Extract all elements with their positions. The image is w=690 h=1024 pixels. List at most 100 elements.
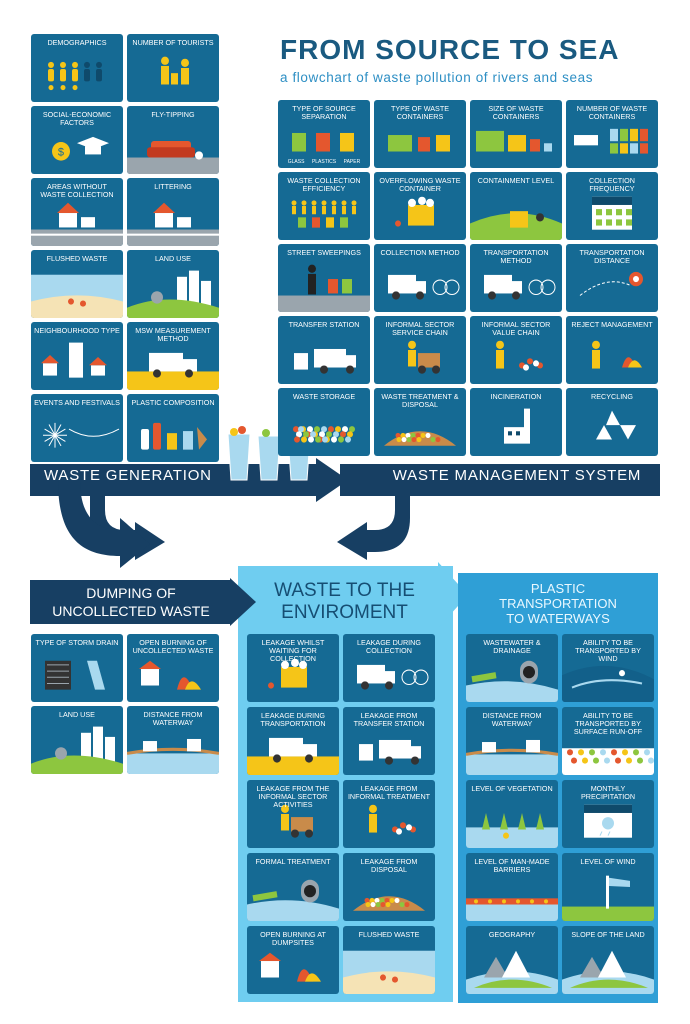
value-icon (369, 804, 416, 835)
dumping-title-line1: DUMPING OF (86, 585, 176, 601)
transport-tile: DISTANCE FROM WATERWAY (466, 707, 558, 775)
transport-tile: WASTEWATER & DRAINAGE (466, 634, 558, 702)
management-tile: WASTE STORAGE (278, 388, 370, 456)
management-tile: RECYCLING (566, 388, 658, 456)
page-title: FROM SOURCE TO SEA (280, 34, 620, 65)
festival-icon (43, 422, 120, 448)
sofa-icon (127, 141, 219, 174)
environment-tile: LEAKAGE WHILST WAITING FOR COLLECTION (247, 634, 339, 702)
vegetation-icon (466, 812, 558, 848)
generation-tile: FLY-TIPPING (127, 106, 219, 174)
tile-label: TRANSPORTATION METHOD (483, 248, 549, 265)
transfer-icon (359, 739, 421, 765)
transfer-icon (294, 348, 356, 374)
truck-icon (127, 352, 219, 390)
tile-label: OPEN BURNING OF UNCOLLECTED WASTE (132, 638, 214, 655)
management-tile: INCINERATION (470, 388, 562, 456)
transport-tile: ABILITY TO BE TRANSPORTED BY WIND (562, 634, 654, 702)
tile-label: LEVEL OF WIND (580, 857, 636, 866)
disposal-icon (384, 431, 456, 446)
tile-label: TYPE OF STORM DRAIN (35, 638, 119, 647)
environment-tile: FORMAL TREATMENT (247, 853, 339, 921)
tile-label: STREET SWEEPINGS (287, 248, 361, 257)
city-icon (31, 726, 123, 774)
environment-title-line1: WASTE TO THE (274, 580, 415, 601)
tile-label: LITTERING (154, 182, 192, 191)
management-tile: CONTAINMENT LEVEL (470, 172, 562, 240)
transport-tile: GEOGRAPHY (466, 926, 558, 994)
transport-title: PLASTIC TRANSPORTATION TO WATERWAYS (460, 581, 656, 626)
transport-tile: LEVEL OF WIND (562, 853, 654, 921)
environment-tile: LEAKAGE DURING TRANSPORTATION (247, 707, 339, 775)
management-tile: COLLECTION METHOD (374, 244, 466, 312)
tile-label: LEAKAGE DURING COLLECTION (357, 638, 421, 655)
environment-tile: OPEN BURNING AT DUMPSITES (247, 926, 339, 994)
tile-label: WASTE COLLECTION EFFICIENCY (287, 176, 361, 193)
environment-tile: LEAKAGE FROM DISPOSAL (343, 853, 435, 921)
tile-label: TYPE OF WASTE CONTAINERS (390, 104, 450, 121)
wastewater-icon (466, 660, 558, 702)
waterway-icon (127, 738, 219, 774)
management-tile: INFORMAL SECTOR SERVICE CHAIN (374, 316, 466, 384)
tile-label: NUMBER OF WASTE CONTAINERS (576, 104, 648, 121)
overflow-icon (268, 658, 307, 689)
tile-label: AREAS WITHOUT WASTE COLLECTION (40, 182, 114, 199)
distance-icon (579, 271, 643, 296)
tile-label: OPEN BURNING AT DUMPSITES (260, 930, 326, 947)
management-band-label: WASTE MANAGEMENT SYSTEM (392, 467, 642, 484)
rain-icon (584, 804, 632, 838)
tile-label: COLLECTION METHOD (380, 248, 460, 257)
dumping-tile: OPEN BURNING OF UNCOLLECTED WASTE (127, 634, 219, 702)
houses-icon (127, 202, 219, 246)
environment-tile: LEAKAGE FROM INFORMAL TREATMENT (343, 780, 435, 848)
reject-icon (592, 340, 642, 369)
tile-label: DISTANCE FROM WATERWAY (482, 711, 542, 728)
informal-icon (281, 804, 313, 838)
dumping-title: DUMPING OF UNCOLLECTED WASTE (36, 584, 226, 620)
efficiency-icon (291, 200, 357, 228)
tile-label: FLUSHED WASTE (358, 930, 420, 939)
dumping-title-line2: UNCOLLECTED WASTE (52, 603, 210, 619)
transport-tile: LEVEL OF MAN-MADE BARRIERS (466, 853, 558, 921)
tile-label: LEVEL OF MAN-MADE BARRIERS (474, 857, 550, 874)
generation-tile: NEIGHBOURHOOD TYPE (31, 322, 123, 390)
houses-icon (31, 202, 123, 246)
fire-icon (259, 952, 321, 982)
money-icon: $ (52, 136, 109, 161)
tile-label: LAND USE (155, 254, 191, 263)
environment-title-line2: ENVIROMENT (281, 602, 408, 623)
truck-icon (247, 737, 339, 775)
management-tile: TYPE OF WASTE CONTAINERS (374, 100, 466, 168)
separation-label: PAPER (343, 159, 361, 165)
sizes-icon (476, 130, 552, 152)
generation-tile: DEMOGRAPHICS (31, 34, 123, 102)
transport-title-line3: TO WATERWAYS (506, 611, 610, 626)
generation-tile: FLUSHED WASTE (31, 250, 123, 318)
page-subtitle: a flowchart of waste pollution of rivers… (280, 70, 594, 85)
collect-icon (357, 664, 429, 690)
informal-icon (408, 340, 440, 374)
tile-label: FLUSHED WASTE (46, 254, 108, 263)
collect-icon (484, 274, 556, 300)
beach-icon (343, 950, 435, 994)
separation-label: PLASTICS (311, 159, 337, 165)
tile-label: LEAKAGE WHILST WAITING FOR COLLECTION (261, 638, 325, 663)
people-icon (48, 61, 102, 91)
tile-label: NEIGHBOURHOOD TYPE (34, 326, 120, 335)
tile-label: FORMAL TREATMENT (255, 857, 331, 866)
containers-icon (388, 135, 450, 152)
management-down-arrow (337, 486, 410, 560)
tile-label: MSW MEASUREMENT METHOD (135, 326, 211, 343)
calendar-icon (592, 196, 632, 230)
management-tile: TRANSPORTATION DISTANCE (566, 244, 658, 312)
tourists-icon (161, 56, 189, 85)
tile-label: REJECT MANAGEMENT (571, 320, 653, 329)
down-arrow-heads (58, 480, 150, 568)
tile-label: INCINERATION (490, 392, 542, 401)
environment-title: WASTE TO THE ENVIROMENT (242, 580, 447, 624)
tile-label: DISTANCE FROM WATERWAY (143, 710, 203, 727)
geography-icon (466, 950, 558, 994)
tile-label: NUMBER OF TOURISTS (132, 38, 214, 47)
plastics-icon (141, 422, 207, 450)
runoff-icon (562, 748, 654, 775)
